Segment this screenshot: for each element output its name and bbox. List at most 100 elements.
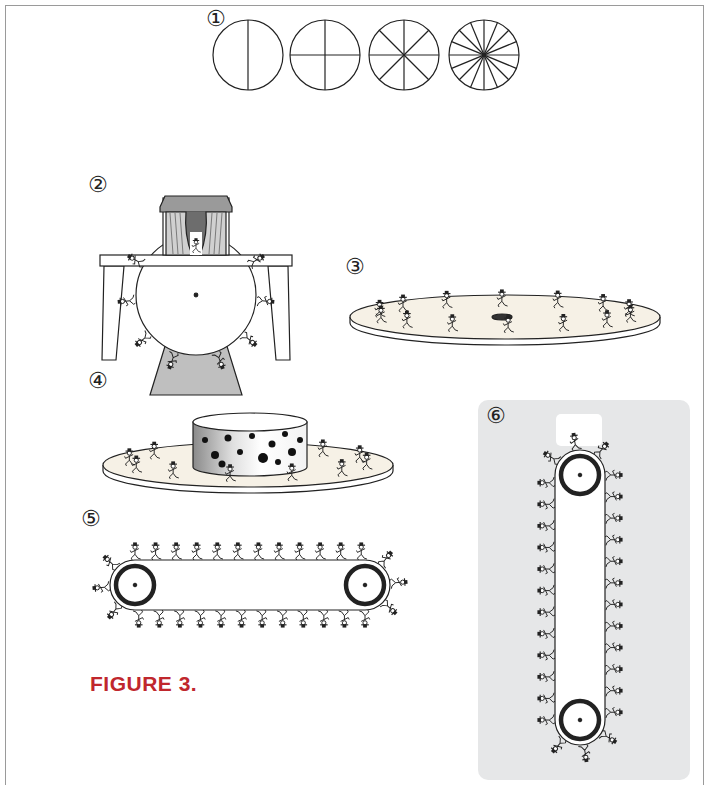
- running-figure: [605, 686, 623, 696]
- running-figure: [215, 610, 225, 628]
- running-figure: [274, 542, 284, 560]
- hat-crown: [195, 542, 199, 545]
- running-figure: [339, 610, 349, 628]
- pulley: [346, 566, 384, 604]
- circle: [449, 20, 519, 90]
- running-figure: [541, 448, 561, 466]
- curtain-fold: [175, 213, 178, 254]
- running-figure: [537, 585, 555, 595]
- drum-hole: [249, 433, 255, 439]
- hat-crown: [133, 542, 137, 545]
- figure-body: [624, 305, 634, 316]
- figure-body: [398, 301, 408, 312]
- running-figure: [537, 714, 555, 724]
- hat-crown: [343, 625, 347, 628]
- hat-crown: [322, 625, 326, 628]
- division-line: [471, 23, 498, 88]
- figure-body: [544, 542, 555, 552]
- hat-brim: [603, 442, 609, 447]
- running-figure: [537, 520, 555, 530]
- hat-crown: [92, 586, 95, 590]
- hat-crown: [537, 567, 540, 571]
- hat-crown: [152, 442, 156, 445]
- running-figure: [236, 610, 246, 628]
- theatre-header: [160, 196, 232, 212]
- hat-crown: [393, 611, 398, 616]
- hat-crown: [277, 542, 281, 545]
- running-figure: [168, 461, 178, 479]
- figure-body: [402, 317, 412, 328]
- curtain-fold: [180, 213, 183, 254]
- hat-crown: [537, 546, 540, 550]
- figure-body: [171, 549, 181, 560]
- callout-number: ④: [88, 370, 108, 392]
- running-figure: [503, 315, 513, 333]
- running-figure: [602, 310, 612, 328]
- figure-body: [544, 714, 555, 724]
- hat-crown: [134, 456, 138, 459]
- running-figure: [233, 542, 243, 560]
- highlight-patch: [556, 414, 602, 446]
- drum-hole: [269, 441, 276, 448]
- running-figure: [256, 610, 266, 628]
- figure-body: [233, 549, 243, 560]
- running-figure: [553, 291, 563, 309]
- figure-body: [605, 557, 616, 567]
- hat-crown: [261, 254, 265, 259]
- curtain-folds: [170, 213, 222, 254]
- running-figure: [213, 542, 223, 560]
- running-figure: [171, 542, 181, 560]
- hat-crown: [613, 739, 617, 744]
- figure-body: [357, 549, 367, 560]
- axle: [133, 583, 137, 587]
- hat-crown: [537, 675, 540, 679]
- table-leg: [268, 266, 290, 360]
- running-figure: [359, 610, 369, 628]
- hat-crown: [171, 461, 175, 464]
- running-figure: [337, 459, 347, 477]
- running-figure: [246, 252, 266, 270]
- drum-hole: [275, 459, 281, 465]
- drum-top: [193, 413, 307, 431]
- running-figure: [174, 610, 184, 628]
- hat-crown: [445, 291, 449, 294]
- hat-crown: [378, 300, 382, 303]
- running-figure: [537, 671, 555, 681]
- hat-crown: [620, 473, 623, 477]
- figure-body: [98, 581, 110, 592]
- hat-crown: [339, 542, 343, 545]
- figure-body: [544, 477, 555, 487]
- figure-body: [605, 492, 616, 502]
- running-figure: [125, 448, 135, 466]
- figure-body: [359, 610, 369, 621]
- figure-body: [605, 470, 616, 480]
- running-figure: [192, 238, 201, 253]
- hat-brim: [107, 614, 113, 619]
- figure-body: [213, 549, 223, 560]
- running-figure: [605, 621, 623, 631]
- running-figure: [537, 477, 555, 487]
- running-figure: [315, 542, 325, 560]
- hat-crown: [620, 646, 623, 650]
- hat-crown: [450, 314, 454, 317]
- hat-crown: [620, 538, 623, 542]
- hat-crown: [260, 625, 264, 628]
- figure-body: [287, 470, 297, 481]
- circle: [213, 20, 283, 90]
- figure-body: [605, 686, 616, 696]
- hat-crown: [318, 542, 322, 545]
- drum-hole: [282, 431, 288, 437]
- drum-hole: [237, 449, 243, 455]
- hat-crown: [551, 749, 556, 754]
- table-leg: [102, 266, 124, 360]
- hat-brim: [392, 609, 397, 615]
- figure-body: [598, 300, 608, 311]
- running-figure: [537, 606, 555, 616]
- hat-crown: [584, 759, 588, 762]
- running-figure: [537, 650, 555, 660]
- figure-body: [497, 296, 507, 307]
- figure-body: [132, 462, 142, 473]
- running-figure: [548, 735, 567, 755]
- hat-crown: [537, 502, 540, 506]
- division-line: [247, 20, 248, 90]
